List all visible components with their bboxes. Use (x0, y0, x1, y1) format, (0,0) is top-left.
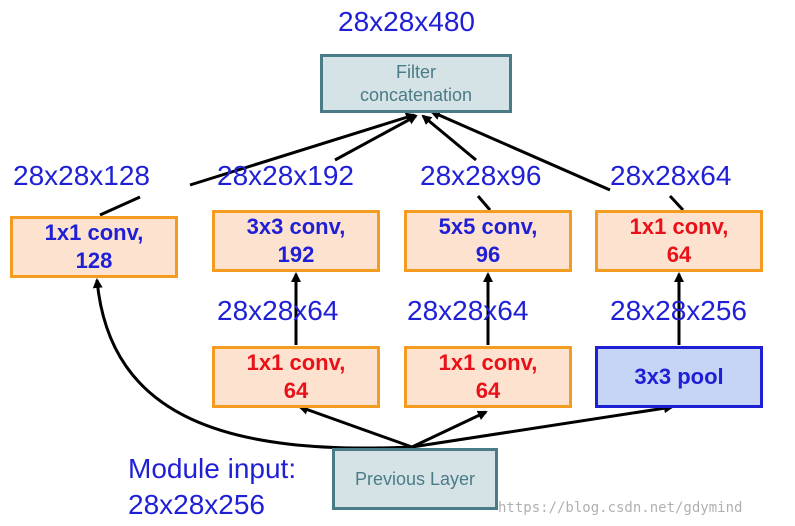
conv-5x5-96-line2: 96 (475, 242, 501, 267)
reduce-b-line2: 64 (475, 378, 501, 403)
arrow-prev-to-pool (411, 403, 674, 449)
branch2-mid-dim: 28x28x64 (217, 295, 339, 326)
line-branch1-up (99, 195, 141, 217)
conv-1x1-64-proj-line1: 1x1 conv, (629, 214, 729, 239)
reduce-b-line1: 1x1 conv, (438, 350, 538, 375)
watermark-url: https://blog.csdn.net/gdymind (498, 500, 743, 516)
branch2-out-dim: 28x28x192 (217, 160, 355, 191)
conv-5x5-96-line1: 5x5 conv, (438, 214, 538, 239)
module-input-dim: 28x28x256 (128, 489, 266, 520)
arrow-prev-to-reduce1 (298, 404, 413, 449)
arrow-branch2-to-concat (334, 114, 418, 162)
line-branch3-up (476, 195, 492, 211)
reduce-a-line2: 64 (283, 378, 309, 403)
branch3-out-dim: 28x28x96 (420, 160, 542, 191)
conv-1x1-128-line1: 1x1 conv, (44, 220, 144, 245)
arrow-branch4-to-concat (430, 110, 611, 192)
conv-1x1-64-pool-proj-box: 1x1 conv, 64 (595, 210, 763, 272)
arrow-branch3-to-concat (421, 114, 477, 162)
conv-3x3-192-line1: 3x3 conv, (246, 214, 346, 239)
conv-3x3-192-box: 3x3 conv, 192 (212, 210, 380, 272)
conv-1x1-128-line2: 128 (75, 248, 113, 273)
reduce-a-line1: 1x1 conv, (246, 350, 346, 375)
arrow-branch1-to-concat (189, 112, 416, 187)
module-input-label: Module input: (128, 453, 297, 484)
conv-1x1-64-proj-line2: 64 (666, 242, 692, 267)
output-dim-label: 28x28x480 (338, 6, 476, 37)
branch4-mid-dim: 28x28x256 (610, 295, 748, 326)
branch4-out-dim: 28x28x64 (610, 160, 732, 191)
pool-3x3-box: 3x3 pool (595, 346, 763, 408)
conv-3x3-192-line2: 192 (277, 242, 315, 267)
concat-line1: Filter (396, 61, 436, 82)
reduce-1x1-64-box-b: 1x1 conv, 64 (404, 346, 572, 408)
arrow-prev-to-reduce2 (411, 410, 488, 449)
concat-line2: concatenation (359, 84, 473, 105)
previous-layer-label: Previous Layer (354, 468, 476, 489)
reduce-1x1-64-box-a: 1x1 conv, 64 (212, 346, 380, 408)
previous-layer-box: Previous Layer (332, 448, 498, 510)
branch3-mid-dim: 28x28x64 (407, 295, 529, 326)
conv-1x1-128-box: 1x1 conv, 128 (10, 216, 178, 278)
pool-label: 3x3 pool (634, 364, 724, 389)
line-branch4-up (668, 194, 685, 212)
arrow-prev-to-conv1x1-128 (92, 278, 413, 450)
filter-concatenation-box: Filter concatenation (320, 54, 512, 113)
branch1-out-dim: 28x28x128 (13, 160, 151, 191)
conv-5x5-96-box: 5x5 conv, 96 (404, 210, 572, 272)
